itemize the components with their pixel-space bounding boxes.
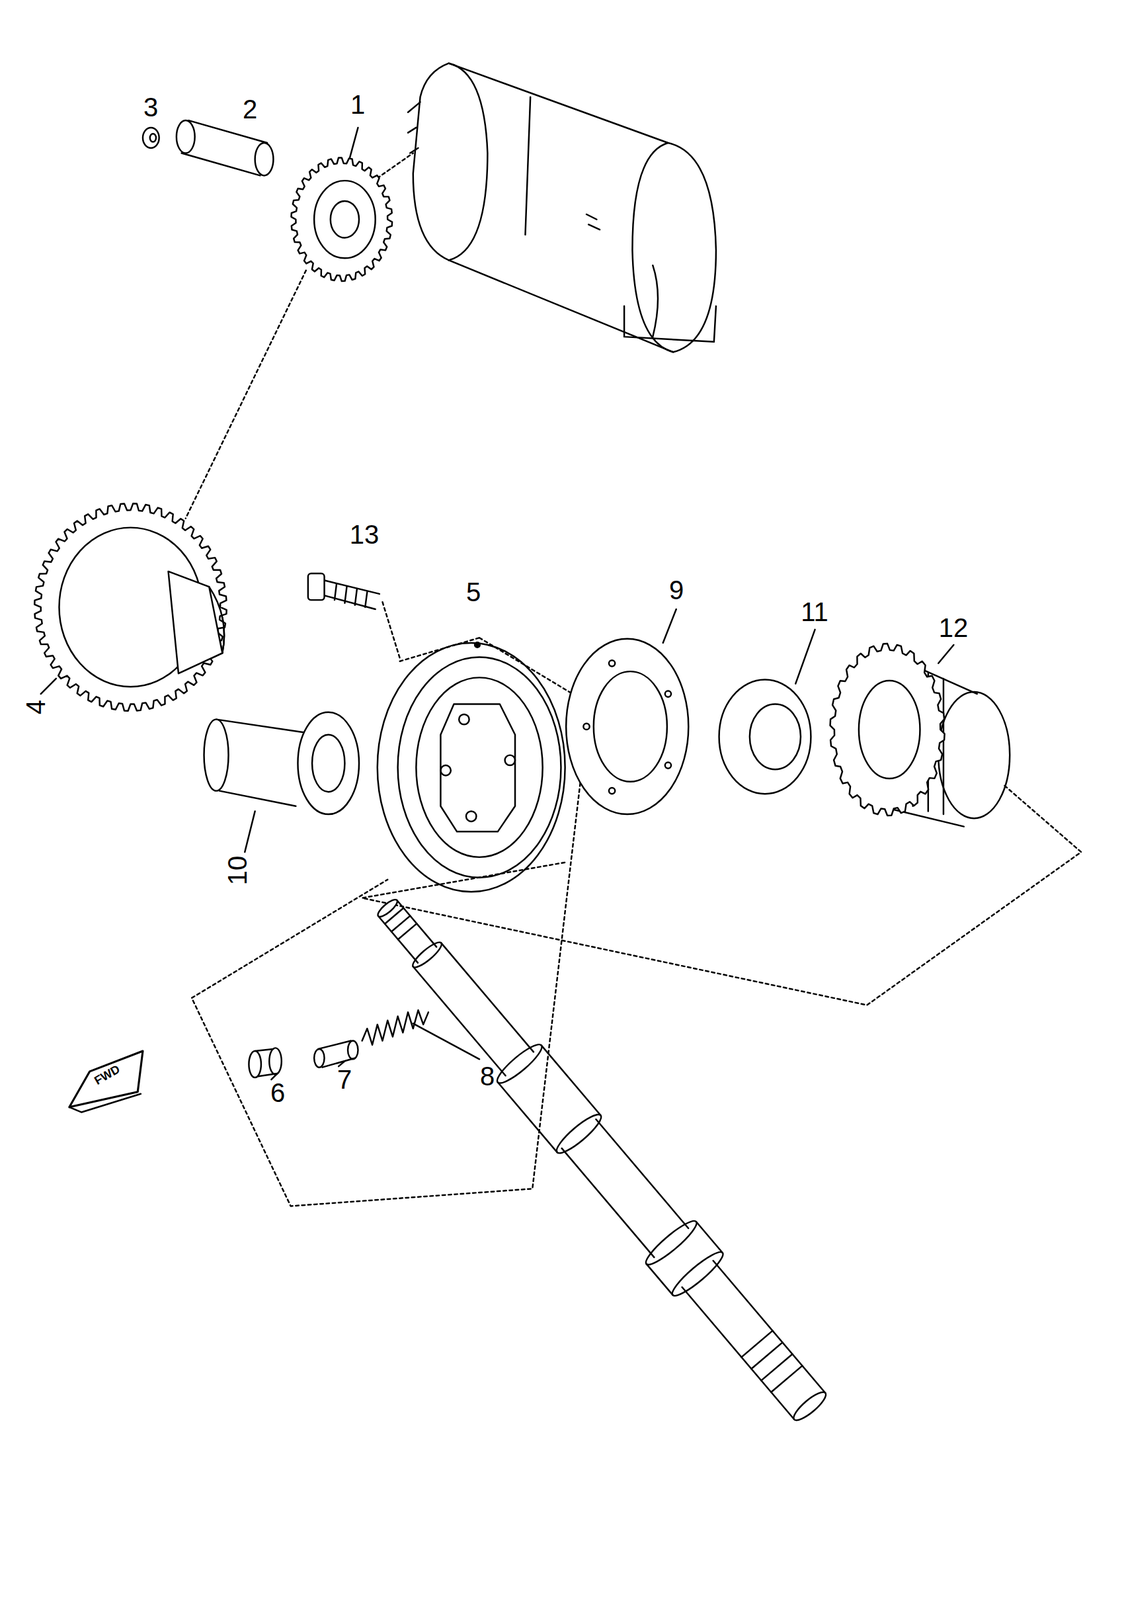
large-gear	[34, 503, 227, 711]
gear-bore	[858, 680, 921, 779]
gear-web	[314, 180, 376, 258]
small-gear	[290, 157, 393, 281]
callout-number: 1	[350, 91, 365, 118]
callout-number: 8	[480, 1062, 495, 1089]
callout-number: 12	[938, 614, 969, 641]
callout-number: 13	[349, 521, 380, 548]
callout-number: 7	[337, 1065, 352, 1093]
callout-number: 3	[143, 93, 159, 121]
starter-motor	[407, 63, 717, 353]
callout-number: 10	[224, 855, 251, 886]
callout-number: 2	[242, 95, 258, 123]
callout-number: 4	[22, 699, 49, 715]
callout-number: 6	[270, 1079, 285, 1106]
callout-number: 11	[800, 598, 829, 625]
gear-hub	[168, 571, 223, 674]
callout-number: 5	[466, 578, 481, 605]
gear-hub	[208, 586, 225, 653]
gear-hole	[330, 200, 360, 239]
callout-number: 9	[669, 576, 684, 603]
clutch-gear	[830, 643, 945, 816]
